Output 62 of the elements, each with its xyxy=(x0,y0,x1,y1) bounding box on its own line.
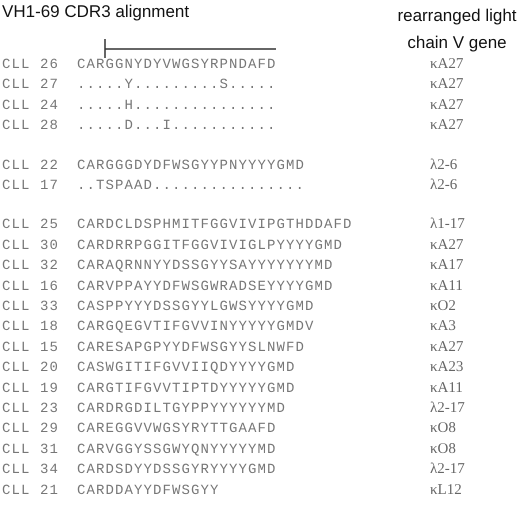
gene-name: κO8 xyxy=(430,440,456,458)
sequence: CARGQEGVTIFGVVINYYYYYGMDV xyxy=(77,319,315,336)
sample-id: CLL 34 xyxy=(2,462,60,478)
sample-id: CLL 15 xyxy=(2,340,60,356)
gene-name: κA27 xyxy=(430,236,464,254)
sequence: .....H............... xyxy=(77,98,277,114)
gene-name: κO2 xyxy=(430,298,456,315)
sequence: CARDRRPGGITFGGVIVIGLPYYYYGMD xyxy=(77,238,344,254)
sequence: .....D...I........... xyxy=(77,118,277,134)
sequence: .....Y.........S..... xyxy=(77,77,277,94)
sequence: CARGGNYDYVWGSYRPNDAFD xyxy=(77,57,277,73)
sample-id: CLL 22 xyxy=(2,158,60,174)
gene-name: λ2-17 xyxy=(430,400,465,417)
gene-name: κA27 xyxy=(430,338,464,356)
gene-name: κA27 xyxy=(430,56,464,73)
sample-id: CLL 27 xyxy=(2,77,60,94)
gene-name: κA17 xyxy=(430,257,464,274)
gene-name: κA11 xyxy=(430,278,463,295)
gene-name: κA3 xyxy=(430,318,456,336)
gene-name: κA27 xyxy=(430,76,464,94)
sequence: CASWGITIFGVVIIQDYYYYGMD xyxy=(77,360,296,376)
sample-id: CLL 31 xyxy=(2,442,60,458)
gene-name: λ2-6 xyxy=(430,156,458,174)
sequence: CARVPPAYYDFWSGWRADSEYYYYGMD xyxy=(77,278,334,295)
gene-name: κA11 xyxy=(430,380,463,397)
sample-id: CLL 29 xyxy=(2,421,60,438)
gene-name: λ2-17 xyxy=(430,461,465,478)
gene-name: κA23 xyxy=(430,359,464,376)
sample-id: CLL 19 xyxy=(2,380,60,397)
sequence: CARESAPGPYYDFWSGYYSLNWFD xyxy=(77,340,306,356)
sequence: ..TSPAAD................ xyxy=(77,178,306,194)
sample-id: CLL 23 xyxy=(2,401,60,417)
gene-name: κA27 xyxy=(430,117,464,134)
sample-id: CLL 16 xyxy=(2,278,60,295)
sequence: CARDRGDILTGYPPYYYYYYMD xyxy=(77,401,286,417)
column-heading: rearranged light chain V gene xyxy=(396,5,518,54)
sample-id: CLL 28 xyxy=(2,118,60,134)
sample-id: CLL 33 xyxy=(2,299,60,315)
sequence: CARGGGDYDFWSGYYPNYYYYGMD xyxy=(77,158,306,174)
sequence: CARAQRNNYYDSSGYYSAYYYYYYYMD xyxy=(77,258,334,274)
sample-id: CLL 25 xyxy=(2,217,60,234)
sequence: CARDCLDSPHMITFGGVIVIPGTHDDAFD xyxy=(77,217,353,234)
gene-name: λ2-6 xyxy=(430,177,458,194)
sample-id: CLL 17 xyxy=(2,178,60,194)
sample-id: CLL 30 xyxy=(2,238,60,254)
gene-name: κL12 xyxy=(430,482,462,499)
sample-id: CLL 24 xyxy=(2,98,60,114)
sequence: CARVGGYSSGWYQNYYYYYMD xyxy=(77,442,277,458)
gene-name: κO8 xyxy=(430,420,456,438)
sample-id: CLL 21 xyxy=(2,482,60,499)
sequence: CARDSDYYDSSGYRYYYYGMD xyxy=(77,462,277,478)
sequence: CARGTIFGVVTIPTDYYYYYGMD xyxy=(77,380,296,397)
sample-id: CLL 20 xyxy=(2,360,60,376)
sequence: CASPPYYYDSSGYYLGWSYYYYGMD xyxy=(77,299,315,315)
sample-id: CLL 26 xyxy=(2,57,60,73)
sample-id: CLL 18 xyxy=(2,319,60,336)
sequence: CARDDAYYDFWSGYY xyxy=(77,482,220,499)
column-heading: VH1-69 CDR3 alignment xyxy=(2,2,190,22)
gene-name: κA27 xyxy=(430,96,464,114)
gene-name: λ1-17 xyxy=(430,216,465,234)
sample-id: CLL 32 xyxy=(2,258,60,274)
sequence: CAREGGVVWGSYRYTTGAAFD xyxy=(77,421,277,438)
